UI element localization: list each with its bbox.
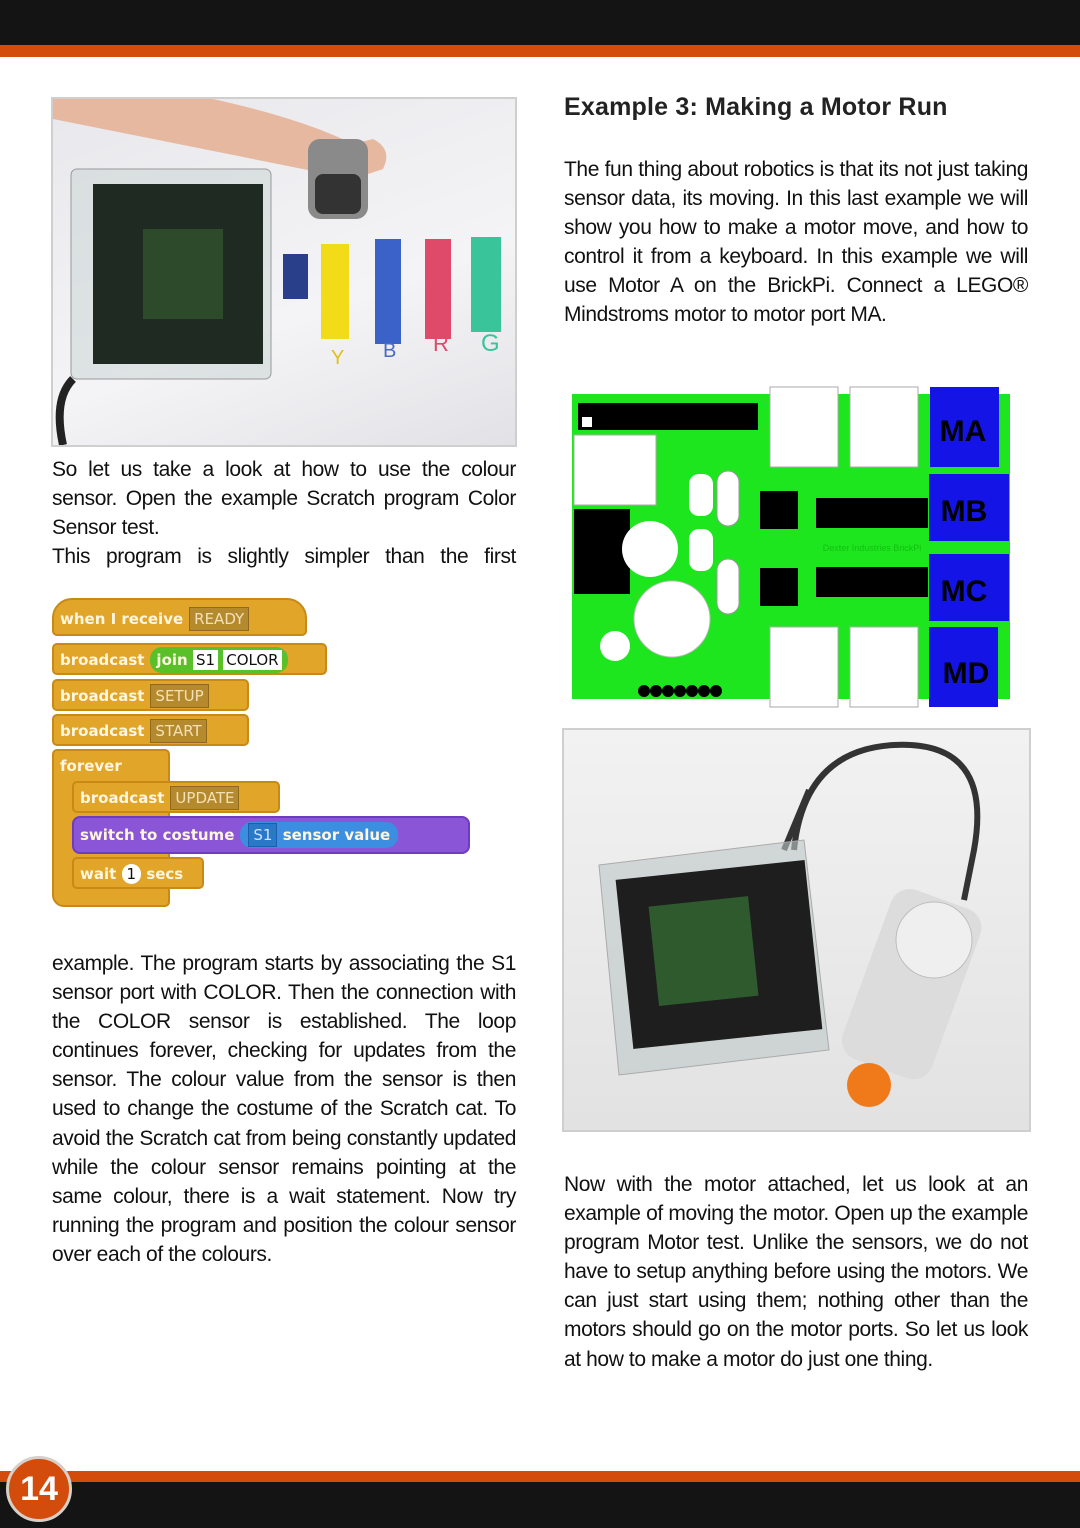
label-g: G xyxy=(481,330,500,357)
hat-block: when I receive READY xyxy=(52,598,307,636)
block-label: wait xyxy=(80,865,117,883)
header-bar xyxy=(0,0,1080,45)
paragraph-colour-sensor-intro: So let us take a look at how to use the … xyxy=(52,458,516,540)
scratch-program: when I receive READY broadcast join S1 COL… xyxy=(52,580,472,910)
page-number-badge: 14 xyxy=(6,1456,72,1522)
colour-sensor-photo: Y B R G xyxy=(51,97,517,447)
block-label: switch to costume xyxy=(80,826,235,844)
paragraph-motor-intro: The fun thing about robotics is that its… xyxy=(564,158,1028,327)
message-dropdown[interactable]: SETUP xyxy=(150,684,209,708)
sensor-dropdown[interactable]: S1 xyxy=(248,823,278,847)
brickpi-motor-photo-art xyxy=(598,741,982,1107)
join-label: join xyxy=(156,651,188,669)
label-r: R xyxy=(433,331,449,356)
join-arg-2[interactable]: COLOR xyxy=(223,650,282,670)
port-md xyxy=(929,627,998,707)
broadcast-setup-block: broadcast SETUP xyxy=(52,679,249,711)
port-label-ma: MA xyxy=(940,415,987,448)
block-label: secs xyxy=(146,865,184,883)
port-label-mc: MC xyxy=(941,575,988,608)
paragraph-program-start: This program is slightly simpler than th… xyxy=(52,545,516,569)
port-label-md: MD xyxy=(943,657,990,690)
brickpi-board-diagram: Dexter Industries BrickPi MA MB MC MD xyxy=(572,386,1010,708)
block-label: broadcast xyxy=(80,789,165,807)
block-label: broadcast xyxy=(60,687,145,705)
colour-sensor-photo-art: Y B R G xyxy=(53,99,501,445)
port-ma xyxy=(930,387,999,467)
reporter-label: sensor value xyxy=(282,826,391,844)
broadcast-start-block: broadcast START xyxy=(52,714,249,746)
section-heading: Example 3: Making a Motor Run xyxy=(564,93,948,121)
board-silkscreen-text: Dexter Industries BrickPi xyxy=(823,543,922,553)
switch-costume-block: switch to costume S1 sensor value xyxy=(72,816,470,854)
port-mc xyxy=(929,554,1009,621)
message-dropdown[interactable]: READY xyxy=(189,607,250,631)
sensor-value-reporter: S1 sensor value xyxy=(240,822,399,848)
header-stripe xyxy=(0,45,1080,57)
label-b: B xyxy=(383,340,396,362)
message-dropdown[interactable]: UPDATE xyxy=(170,786,240,810)
wait-seconds-input[interactable]: 1 xyxy=(121,864,142,884)
join-arg-1[interactable]: S1 xyxy=(192,650,219,670)
message-dropdown[interactable]: START xyxy=(150,719,207,743)
port-label-mb: MB xyxy=(941,495,988,528)
label-y: Y xyxy=(331,347,344,369)
block-label: when I receive xyxy=(60,610,184,628)
brickpi-motor-photo xyxy=(562,728,1031,1132)
block-label: broadcast xyxy=(60,651,145,669)
port-mb xyxy=(929,474,1009,541)
left-paragraph-2: example. The program starts by associati… xyxy=(52,949,516,1269)
join-reporter: join S1 COLOR xyxy=(150,647,288,673)
block-label: broadcast xyxy=(60,722,145,740)
power-regulator xyxy=(574,509,630,594)
gpio-header xyxy=(578,403,758,430)
broadcast-update-block: broadcast UPDATE xyxy=(72,781,280,813)
broadcast-join-block: broadcast join S1 COLOR xyxy=(52,643,327,675)
footer-bar xyxy=(0,1482,1080,1528)
paragraph-program-explanation: example. The program starts by associati… xyxy=(52,952,516,1266)
block-label: forever xyxy=(60,757,122,775)
right-paragraph-2: Now with the motor attached, let us look… xyxy=(564,1170,1028,1374)
right-paragraph-1: The fun thing about robotics is that its… xyxy=(564,155,1028,330)
paragraph-motor-program: Now with the motor attached, let us look… xyxy=(564,1173,1028,1371)
wait-block: wait 1 secs xyxy=(72,857,204,889)
left-paragraph-1: So let us take a look at how to use the … xyxy=(52,455,516,571)
footer-stripe xyxy=(0,1471,1080,1482)
